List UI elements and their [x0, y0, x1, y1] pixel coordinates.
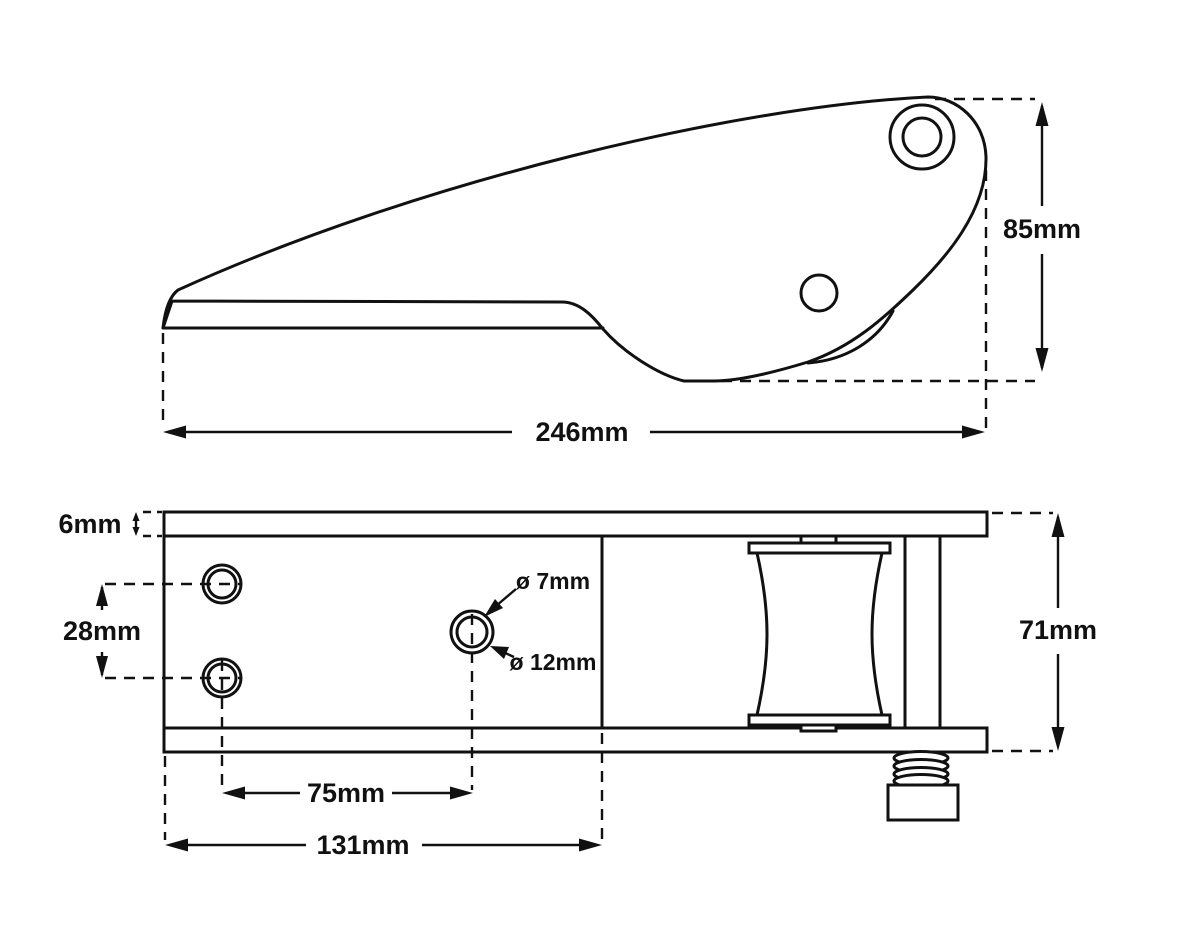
arrowhead-up: [1051, 513, 1065, 537]
arrowhead-up: [96, 584, 108, 606]
bolt-head: [886, 783, 960, 822]
arrowhead-up: [132, 512, 140, 521]
dim-hole-spacing-label: 28mm: [63, 616, 141, 646]
arrowhead-down: [132, 527, 140, 536]
arrowhead-left: [222, 786, 245, 800]
dim-hole-pitch-label: 75mm: [307, 778, 385, 808]
dim-plate-thickness: 6mm: [58, 509, 162, 539]
callout-hole-bore: ø 7mm: [484, 568, 590, 617]
roller-flange-top: [747, 541, 892, 555]
dim-side-height: 85mm: [1003, 102, 1081, 372]
side-profile-outline: [161, 95, 988, 383]
dim-hole-spacing: 28mm: [63, 584, 141, 678]
plan-bottom-plate: [162, 726, 989, 754]
roller-concave-left: [755, 551, 769, 717]
dim-base-length-label: 131mm: [316, 830, 409, 860]
dim-overall-width-label: 71mm: [1019, 615, 1097, 645]
arrowhead-up: [1035, 102, 1049, 126]
arrowhead: [490, 646, 509, 659]
side-roller-edge: [806, 309, 895, 365]
side-view: 246mm 85mm: [161, 95, 1081, 447]
dim-side-length-label: 246mm: [535, 417, 628, 447]
callout-hole-counterbore: ø 12mm: [490, 646, 596, 675]
arrowhead-left: [165, 838, 188, 852]
plan-top-plate: [162, 510, 989, 538]
arrowhead-left: [163, 425, 186, 439]
arrowhead-down: [1035, 348, 1049, 372]
arrowhead: [484, 599, 503, 617]
roller-axle-tab-bottom: [799, 723, 838, 733]
callout-hole-counterbore-label: ø 12mm: [510, 649, 597, 675]
dim-base-length: 131mm: [165, 830, 602, 860]
plan-view: 6mm 28mm ø 7mm ø 12mm 75mm: [58, 509, 1097, 860]
arrowhead-down: [1051, 727, 1065, 751]
shackle-hole-inner: [901, 116, 943, 158]
callout-hole-bore-label: ø 7mm: [516, 568, 590, 594]
pivot-hole: [799, 273, 839, 313]
roller-concave-right: [870, 551, 884, 717]
dim-overall-width: 71mm: [992, 511, 1097, 753]
dim-side-height-label: 85mm: [1003, 214, 1081, 244]
arrowhead-right: [450, 786, 473, 800]
arrowhead-down: [96, 656, 108, 678]
arrowhead-right: [962, 425, 985, 439]
arrowhead-right: [579, 838, 602, 852]
dim-hole-pitch: 75mm: [222, 778, 473, 808]
dim-plate-thickness-label: 6mm: [58, 509, 121, 539]
dim-side-length: 246mm: [163, 417, 985, 447]
